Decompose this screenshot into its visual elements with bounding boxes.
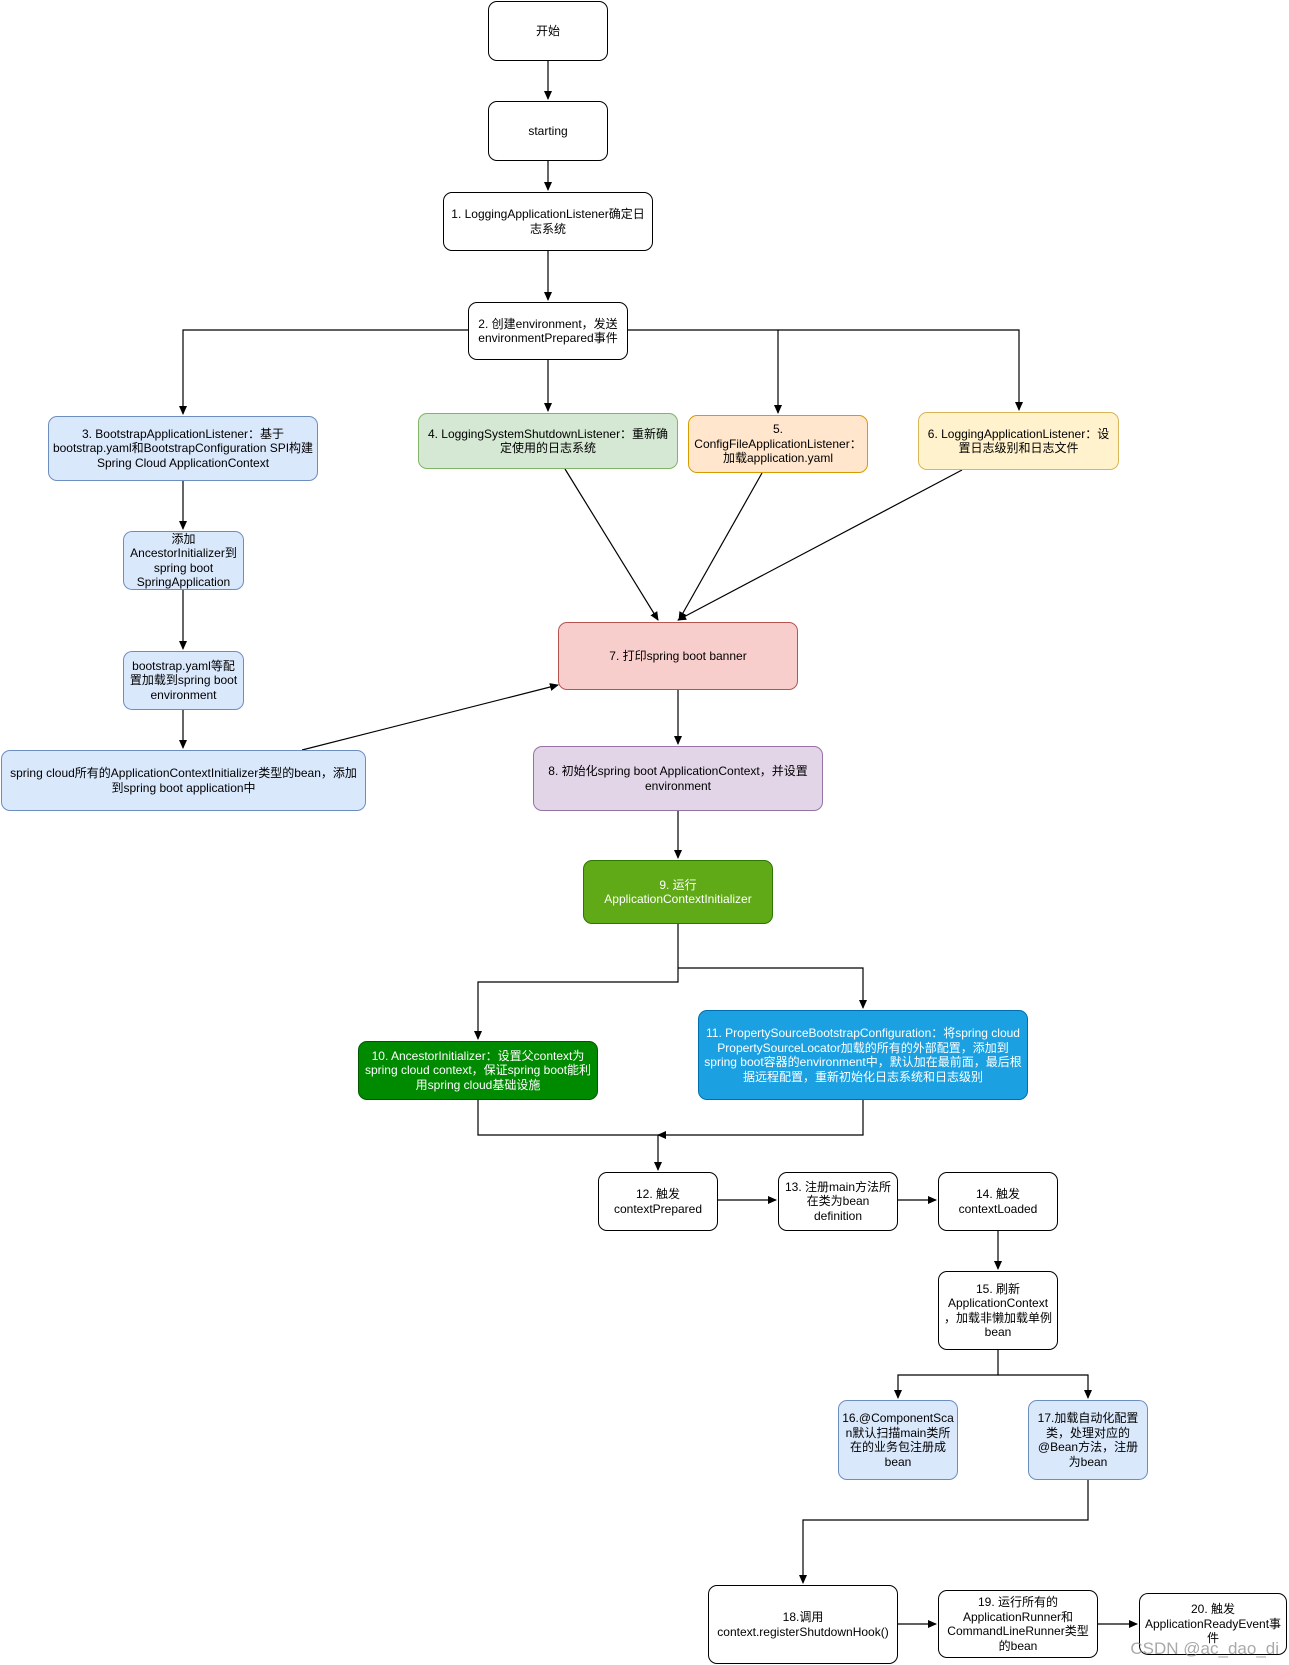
edge-n6-n7	[677, 469, 963, 621]
step-5-node: 5. ConfigFileApplicationListener：加载appli…	[688, 415, 868, 473]
edge-n17-n18	[799, 1480, 1089, 1584]
edge-n10-n12	[477, 1100, 662, 1171]
step-6-node: 6. LoggingApplicationListener：设置日志级别和日志文…	[918, 412, 1119, 470]
add-initializers-node: spring cloud所有的ApplicationContextInitial…	[1, 750, 366, 811]
step-9-node: 9. 运行ApplicationContextInitializer	[583, 860, 773, 924]
step-11-node: 11. PropertySourceBootstrapConfiguration…	[698, 1010, 1028, 1100]
starting-node: starting	[488, 101, 608, 161]
step-17-node: 17.加载自动化配置类，处理对应的@Bean方法，注册为bean	[1028, 1400, 1148, 1480]
step-3-node: 3. BootstrapApplicationListener：基于bootst…	[48, 416, 318, 481]
edge-n9-n11	[678, 967, 867, 1009]
step-20-node: 20. 触发ApplicationReadyEvent事件	[1139, 1593, 1287, 1655]
step-7-node: 7. 打印spring boot banner	[558, 622, 798, 690]
step-4-node: 4. LoggingSystemShutdownListener：重新确定使用的…	[418, 413, 678, 469]
step-8-node: 8. 初始化spring boot ApplicationContext，并设置…	[533, 746, 823, 811]
step-18-node: 18.调用context.registerShutdownHook()	[708, 1585, 898, 1664]
step-12-node: 12. 触发contextPrepared	[598, 1172, 718, 1231]
step-2-node: 2. 创建environment，发送environmentPrepared事件	[468, 302, 628, 360]
step-10-node: 10. AncestorInitializer：设置父context为sprin…	[358, 1041, 598, 1100]
edge-n4-n7	[564, 468, 659, 621]
step-1-node: 1. LoggingApplicationListener确定日志系统	[443, 192, 653, 251]
edge-n3c-n7	[301, 683, 559, 751]
edge-n15-n16	[894, 1350, 999, 1399]
edge-n11-n12	[657, 1100, 864, 1139]
load-bootstrap-config-node: bootstrap.yaml等配置加载到spring boot environm…	[123, 651, 244, 710]
edge-n2-n6	[778, 329, 1023, 411]
step-16-node: 16.@ComponentScan默认扫描main类所在的业务包注册成bean	[838, 1400, 958, 1480]
edge-n2-n5	[628, 329, 782, 414]
step-13-node: 13. 注册main方法所在类为bean definition	[778, 1172, 898, 1231]
edge-n9-n10	[474, 924, 679, 1040]
csdn-watermark: CSDN @ac_dao_di	[1130, 1639, 1279, 1658]
add-ancestor-initializer-node: 添加AncestorInitializer到spring boot Spring…	[123, 531, 244, 590]
edge-n15-n17	[998, 1374, 1092, 1399]
step-14-node: 14. 触发contextLoaded	[938, 1172, 1058, 1231]
step-19-node: 19. 运行所有的ApplicationRunner和CommandLineRu…	[938, 1590, 1098, 1658]
step-15-node: 15. 刷新ApplicationContext，加载非懒加载单例bean	[938, 1271, 1058, 1350]
edge-n2-n3	[179, 329, 468, 415]
edge-n5-n7	[678, 472, 763, 621]
start-node: 开始	[488, 1, 608, 61]
